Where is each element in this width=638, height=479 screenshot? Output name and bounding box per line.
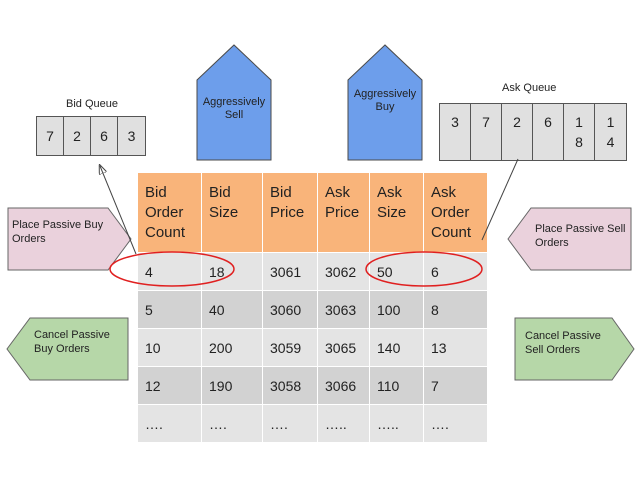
bid-queue-title: Bid Queue: [66, 98, 118, 110]
ask-queue-title: Ask Queue: [502, 82, 557, 94]
aggressively-buy-label: Aggressively Buy: [353, 88, 417, 113]
bid-queue-cell: 6: [91, 117, 118, 155]
header-ask-order-count: Ask Order Count: [423, 172, 488, 253]
table-cell: 3058: [262, 366, 318, 405]
table-row: 12 190 3058 3066 110 7: [137, 366, 488, 405]
table-row: 4 18 3061 3062 50 6: [137, 252, 488, 291]
table-cell: 18: [201, 252, 263, 291]
header-bid-size: Bid Size: [201, 172, 263, 253]
table-cell: ….: [201, 404, 263, 443]
ask-queue-cell: 1 8: [564, 104, 595, 160]
ask-queue-cell: 7: [471, 104, 502, 160]
place-passive-sell-label: Place Passive Sell Orders: [535, 223, 626, 249]
table-cell: 3063: [317, 290, 370, 329]
cancel-passive-buy-label: Cancel Passive Buy Orders: [34, 329, 110, 355]
table-cell: 10: [137, 328, 202, 367]
bid-queue-cell: 7: [37, 117, 64, 155]
table-cell: 3065: [317, 328, 370, 367]
table-cell: 3060: [262, 290, 318, 329]
table-cell: 100: [369, 290, 424, 329]
table-cell: 8: [423, 290, 488, 329]
cancel-passive-sell-shape: [514, 317, 635, 381]
header-ask-price: Ask Price: [317, 172, 370, 253]
table-row: 5 40 3060 3063 100 8: [137, 290, 488, 329]
table-cell: ….: [137, 404, 202, 443]
bid-queue-cell: 2: [64, 117, 91, 155]
bid-queue-cell: 3: [127, 128, 136, 144]
cancel-passive-sell-label: Cancel Passive Sell Orders: [525, 330, 601, 356]
table-cell: 140: [369, 328, 424, 367]
table-cell: 40: [201, 290, 263, 329]
ask-queue-cell: 2: [502, 104, 533, 160]
table-cell: 190: [201, 366, 263, 405]
ask-queue: 3 7 2 6 1 8 1 4: [439, 103, 627, 161]
place-passive-buy-label: Place Passive Buy Orders: [12, 219, 104, 245]
bid-highlight-ellipse: [109, 251, 235, 287]
table-cell: 3066: [317, 366, 370, 405]
bid-queue: 7 2 6 3: [36, 116, 146, 156]
header-bid-price: Bid Price: [262, 172, 318, 253]
table-row: …. …. …. ….. ….. ….: [137, 404, 488, 443]
table-cell: 200: [201, 328, 263, 367]
table-cell: 3059: [262, 328, 318, 367]
order-book-table: Bid Order Count Bid Size Bid Price Ask P…: [137, 172, 488, 443]
ask-queue-cell: 6: [533, 104, 564, 160]
ask-queue-cell: 1 4: [606, 114, 615, 150]
place-passive-sell-shape: [507, 207, 632, 271]
table-cell: ….: [423, 404, 488, 443]
table-row: 10 200 3059 3065 140 13: [137, 328, 488, 367]
aggressively-buy-shape: [347, 44, 423, 161]
aggressively-sell-label: Aggressively Sell: [202, 96, 266, 121]
table-cell: 3062: [317, 252, 370, 291]
table-cell: 7: [423, 366, 488, 405]
order-book-header-row: Bid Order Count Bid Size Bid Price Ask P…: [137, 172, 488, 253]
ask-queue-connector: [481, 158, 519, 241]
aggressively-sell-shape: [196, 44, 272, 161]
ask-queue-cell: 3: [440, 104, 471, 160]
table-cell: 6: [423, 252, 488, 291]
header-bid-order-count: Bid Order Count: [137, 172, 202, 253]
table-cell: …..: [369, 404, 424, 443]
bid-queue-arrow: [100, 166, 137, 255]
table-cell: …..: [317, 404, 370, 443]
cancel-passive-buy-shape: [6, 317, 129, 381]
place-passive-buy-shape: [7, 207, 132, 271]
table-cell: 12: [137, 366, 202, 405]
header-ask-size: Ask Size: [369, 172, 424, 253]
table-cell: 5: [137, 290, 202, 329]
ask-highlight-ellipse: [365, 251, 483, 287]
